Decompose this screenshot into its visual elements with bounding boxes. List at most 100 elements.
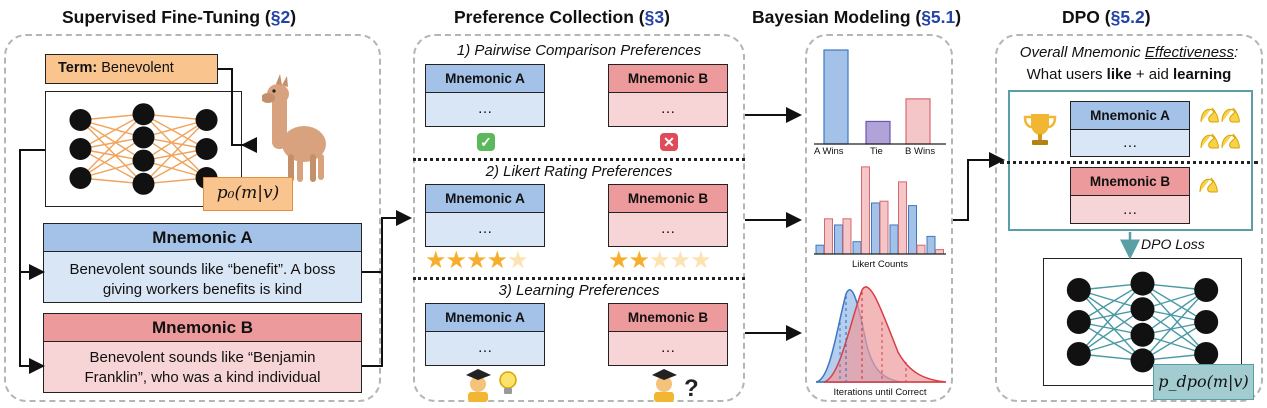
cross-icon: ✕ bbox=[660, 133, 678, 151]
nn-edge bbox=[1078, 289, 1144, 361]
bayes-title: Bayesian Modeling (§5.1) bbox=[752, 7, 962, 27]
nn-edge bbox=[143, 113, 207, 150]
star-rating-a: ★★★★★ bbox=[425, 246, 529, 275]
nn-edge bbox=[143, 119, 208, 185]
nn-edge bbox=[1078, 308, 1143, 355]
nn-node bbox=[69, 109, 92, 131]
pair-mnemonic-b-body: … bbox=[608, 93, 728, 127]
pair-mnemonic-b-header: Mnemonic B bbox=[608, 64, 728, 93]
nn-edge bbox=[143, 136, 207, 179]
likert-mnemonic-b-header: Mnemonic B bbox=[608, 184, 728, 213]
learn-mnemonic-b-header: Mnemonic B bbox=[608, 303, 728, 332]
learning-density-chart bbox=[815, 286, 947, 383]
likert-mnemonic-a-body: … bbox=[425, 213, 545, 247]
flexed-biceps-icon bbox=[1200, 107, 1240, 149]
pref-section3-label: 3) Learning Preferences bbox=[498, 282, 660, 299]
nn-edge bbox=[1078, 283, 1143, 323]
star-icon: ★ bbox=[628, 247, 650, 274]
sft-mnemonic-a-body: Benevolent sounds like “benefit”. A boss… bbox=[43, 252, 362, 303]
pairwise-wins-chart bbox=[814, 49, 946, 145]
nn-edge bbox=[80, 119, 144, 162]
nn-node bbox=[195, 109, 218, 131]
tick-label: B Wins bbox=[905, 146, 936, 157]
svg-text:?: ? bbox=[684, 375, 699, 402]
nn-edge bbox=[1142, 321, 1207, 361]
likert-x-label: Likert Counts bbox=[852, 259, 908, 270]
nn-node bbox=[1066, 342, 1091, 366]
star-icon: ★ bbox=[649, 247, 670, 274]
nn-edge bbox=[1141, 289, 1207, 361]
dpo-loss-label: DPO Loss bbox=[1141, 236, 1205, 252]
nn-edge bbox=[1078, 283, 1144, 355]
bar-a-wins bbox=[823, 49, 849, 145]
nn-edge bbox=[143, 148, 207, 185]
nn-node bbox=[1130, 348, 1155, 373]
pref-section1-label: 1) Pairwise Comparison Preferences bbox=[456, 42, 702, 59]
nn-edge bbox=[79, 119, 144, 185]
nn-node bbox=[1194, 342, 1219, 366]
tick-label: A Wins bbox=[814, 146, 844, 157]
star-icon: ★ bbox=[486, 247, 508, 274]
divider bbox=[413, 158, 745, 161]
learn-mnemonic-a-body: … bbox=[425, 332, 545, 366]
student-lightbulb-icon bbox=[466, 369, 517, 402]
nn-node bbox=[69, 167, 92, 189]
nn-node bbox=[1130, 271, 1155, 296]
flexed-biceps-icon bbox=[1199, 177, 1218, 193]
dpo-subheading: What users like + aid learning bbox=[1026, 66, 1232, 83]
likert-mnemonic-b-body: … bbox=[608, 213, 728, 247]
dpo-title: DPO (§5.2) bbox=[1062, 7, 1151, 27]
student-question-icon: ? bbox=[652, 369, 699, 402]
star-icon: ★ bbox=[608, 247, 629, 274]
divider bbox=[413, 277, 745, 280]
check-icon: ✓ bbox=[477, 133, 495, 151]
divider bbox=[1000, 161, 1258, 164]
pair-mnemonic-a-body: … bbox=[425, 93, 545, 127]
likert-counts-chart bbox=[814, 166, 946, 255]
nn-node bbox=[132, 149, 155, 172]
pref-panel bbox=[413, 34, 745, 402]
nn-edge bbox=[80, 148, 144, 185]
pref-section2-label: 2) Likert Rating Preferences bbox=[485, 163, 673, 180]
pair-mnemonic-a-header: Mnemonic A bbox=[425, 64, 545, 93]
learning-x-label: Iterations until Correct bbox=[833, 387, 927, 398]
dpo-panel bbox=[995, 34, 1263, 402]
dpo-policy-label: p_dpo(m|v) bbox=[1153, 364, 1254, 400]
prior-policy-label: p₀(m|v) bbox=[203, 177, 293, 211]
learn-mnemonic-b-body: … bbox=[608, 332, 728, 366]
sft-panel bbox=[4, 34, 381, 402]
trophy-icon bbox=[1023, 114, 1057, 145]
nn-edge bbox=[1142, 308, 1207, 355]
nn-edge bbox=[79, 113, 144, 179]
star-rating-b: ★★★★★ bbox=[608, 246, 712, 275]
nn-node bbox=[1130, 297, 1155, 322]
star-icon: ★ bbox=[507, 247, 528, 274]
nn-node bbox=[195, 138, 218, 160]
nn-node bbox=[69, 138, 92, 160]
dpo-mnemonic-a-body: … bbox=[1070, 130, 1190, 157]
nn-edge bbox=[80, 113, 144, 150]
nn-node bbox=[1066, 278, 1091, 302]
nn-node bbox=[1130, 322, 1155, 347]
sft-mnemonic-b-header: Mnemonic B bbox=[43, 313, 362, 342]
nn-edge bbox=[80, 136, 144, 179]
nn-edge bbox=[143, 113, 208, 179]
star-icon: ★ bbox=[466, 247, 487, 274]
star-icon: ★ bbox=[690, 247, 711, 274]
nn-edge bbox=[1141, 283, 1207, 355]
learn-mnemonic-a-header: Mnemonic A bbox=[425, 303, 545, 332]
bayes-panel bbox=[805, 34, 953, 402]
dpo-mnemonic-a-header: Mnemonic A bbox=[1070, 101, 1190, 130]
nn-node bbox=[1066, 310, 1091, 334]
nn-node bbox=[1194, 278, 1219, 302]
sft-title: Supervised Fine-Tuning (§2) bbox=[62, 7, 297, 27]
nn-edge bbox=[143, 119, 207, 162]
star-icon: ★ bbox=[669, 247, 691, 274]
tick-label: Tie bbox=[870, 146, 883, 157]
nn-edge bbox=[1142, 283, 1207, 323]
nn-edge bbox=[1078, 289, 1143, 336]
dpo-heading: Overall Mnemonic Effectiveness: bbox=[1019, 44, 1239, 61]
sft-mnemonic-b-body: Benevolent sounds like “Benjamin Frankli… bbox=[43, 342, 362, 393]
dpo-mnemonic-b-body: … bbox=[1070, 196, 1190, 224]
